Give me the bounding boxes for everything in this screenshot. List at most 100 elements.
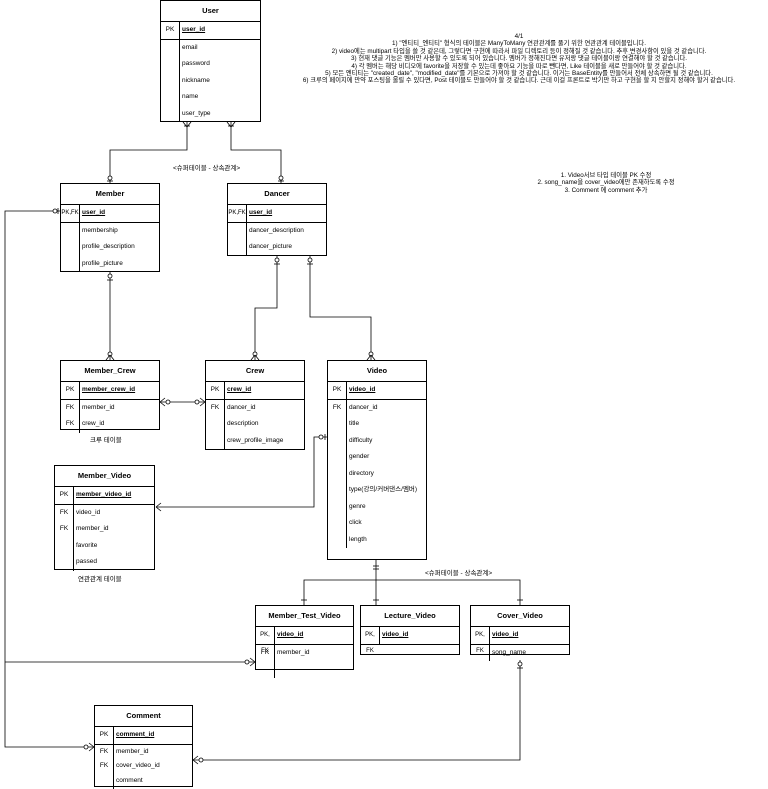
user-table-title: User — [161, 1, 260, 22]
click-field: click — [349, 515, 362, 531]
member-test-video-table-title: Member_Test_Video — [256, 606, 353, 627]
member-video-table-title: Member_Video — [55, 466, 154, 487]
title-field: title — [349, 416, 359, 432]
video-table-title: Video — [328, 361, 426, 382]
pk-label: PK — [61, 382, 80, 399]
song-name-field: song_name — [492, 645, 526, 661]
field-row: user_type — [161, 106, 260, 123]
field-row: genre — [328, 499, 426, 516]
cover-video-table-title: Cover_Video — [471, 606, 569, 627]
member-id-field: member_id — [277, 645, 310, 661]
user-type-field: user_type — [182, 106, 211, 122]
relation-table-caption: 연관관계 테이블 — [78, 573, 122, 583]
passed-field: passed — [76, 554, 97, 570]
field-row: email — [161, 40, 260, 57]
user-connector-marks — [107, 122, 284, 181]
fk-label: FK — [95, 759, 114, 773]
fk-label: FK — [256, 645, 275, 662]
membership-field: membership — [82, 223, 118, 239]
lecture-video-table-title: Lecture_Video — [361, 606, 459, 627]
nickname-field: nickname — [182, 73, 210, 89]
field-row: name — [161, 89, 260, 106]
type-field: type(강의/커버댄스/멤버) — [349, 482, 417, 498]
cover-video-id-field: cover_video_id — [116, 759, 160, 773]
field-row: gender — [328, 449, 426, 466]
user-id-field: user_id — [182, 22, 205, 38]
field-row: type(강의/커버댄스/멤버) — [328, 482, 426, 499]
password-field: password — [182, 56, 210, 72]
field-row: title — [328, 416, 426, 433]
fk-label: FK — [328, 400, 347, 417]
crew-table-title: Crew — [206, 361, 304, 382]
field-row: directory — [328, 466, 426, 483]
field-row: profile_description — [61, 239, 159, 256]
fk-label: FK — [95, 745, 114, 759]
pk-label: PK — [328, 382, 347, 399]
field-row: length — [328, 532, 426, 549]
video-id-field: video_id — [277, 627, 303, 643]
fk-label: FK — [206, 400, 225, 417]
dancer-crew-line — [255, 256, 277, 360]
note-line: 2. song_name을 cover_video에만 존재하도록 수정 — [516, 179, 696, 186]
pk-label: PK, FK — [471, 627, 490, 644]
crew-profile-image-field: crew_profile_image — [227, 433, 283, 449]
description-field: description — [227, 416, 258, 432]
member-crew-table-title: Member_Crew — [61, 361, 159, 382]
field-row: password — [161, 56, 260, 73]
field-row: favorite — [55, 538, 154, 555]
note-line: 4) 각 멤버는 해당 비디오에 favorite을 저장할 수 있는데 좋아요… — [272, 63, 766, 70]
member-id-field: member_id — [82, 400, 115, 416]
genre-field: genre — [349, 499, 366, 515]
difficulty-field: difficulty — [349, 433, 372, 449]
pk-label: PK — [161, 22, 180, 39]
dancer-video-marks — [307, 258, 375, 360]
field-row: crew_profile_image — [206, 433, 304, 450]
comment-field: comment — [116, 773, 143, 789]
pk-label: PK, FK — [361, 627, 380, 644]
supertable-caption-bottom: <슈퍼테이블 - 상속관계> — [425, 567, 492, 577]
field-row: dancer_picture — [228, 239, 326, 256]
member-id-field: member_id — [76, 521, 109, 537]
crew-table-caption: 크루 테이블 — [90, 434, 122, 444]
fk-label: FK — [61, 416, 80, 433]
field-row: passed — [55, 554, 154, 571]
dancer-table-title: Dancer — [228, 184, 326, 205]
field-row: click — [328, 515, 426, 532]
crew-id-field: crew_id — [227, 382, 251, 398]
pk-label: PK — [206, 382, 225, 399]
directory-field: directory — [349, 466, 374, 482]
field-row: profile_picture — [61, 256, 159, 273]
dancer-description-field: dancer_description — [249, 223, 304, 239]
length-field: length — [349, 532, 367, 548]
note-line: 3. Comment 에 comment 추가 — [516, 187, 696, 194]
pk-label: PK, FK — [256, 627, 275, 644]
dancer-id-field: dancer_id — [349, 400, 378, 416]
profile-picture-field: profile_picture — [82, 256, 123, 272]
field-row — [256, 661, 353, 678]
fk-label: FK — [55, 505, 74, 522]
user-dancer-line — [231, 122, 281, 183]
revision-notes: 1. Video서브 타입 테이블 PK 수정 2. song_name을 co… — [516, 172, 696, 194]
profile-description-field: profile_description — [82, 239, 135, 255]
